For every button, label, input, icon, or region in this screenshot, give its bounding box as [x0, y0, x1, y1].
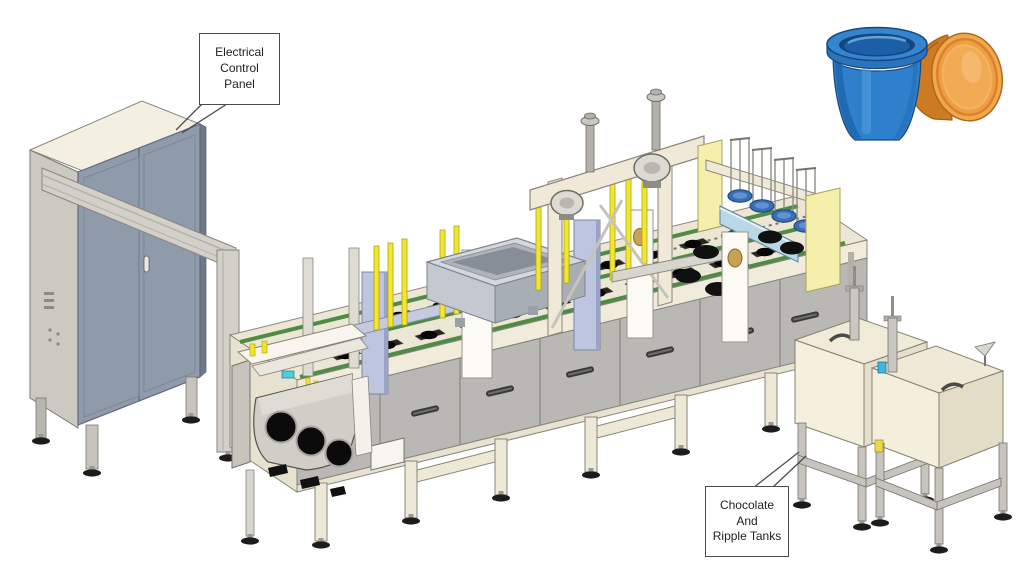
overhead-gantry: [41, 167, 240, 462]
electrical-control-panel-cabinet: [28, 100, 207, 477]
callout-electrical-control-panel: Electrical Control Panel: [199, 33, 280, 105]
blue-tub: [826, 26, 928, 141]
panel-window: [370, 437, 405, 471]
callout-leaders: [175, 101, 807, 489]
cup-denester: [231, 323, 373, 545]
callout-line: Ripple Tanks: [712, 529, 782, 544]
callout-line: Electrical: [215, 45, 264, 60]
valve-blue: [877, 361, 887, 374]
callout-line: And: [736, 513, 758, 528]
callout-line: Control: [220, 61, 259, 76]
filling-line: [228, 88, 869, 549]
machine-legs: [314, 372, 778, 542]
filling-hopper: [424, 237, 588, 327]
product-tubs: [826, 26, 1003, 141]
callout-chocolate-ripple-tanks: Chocolate And Ripple Tanks: [705, 486, 789, 557]
chocolate-ripple-tanks: [793, 252, 1012, 554]
callout-line: Panel: [224, 76, 255, 91]
tank-pumps: [845, 266, 996, 453]
lid-stack-dispenser: [675, 137, 841, 343]
callout-line: Chocolate: [719, 497, 775, 512]
door-handle: [143, 255, 150, 273]
